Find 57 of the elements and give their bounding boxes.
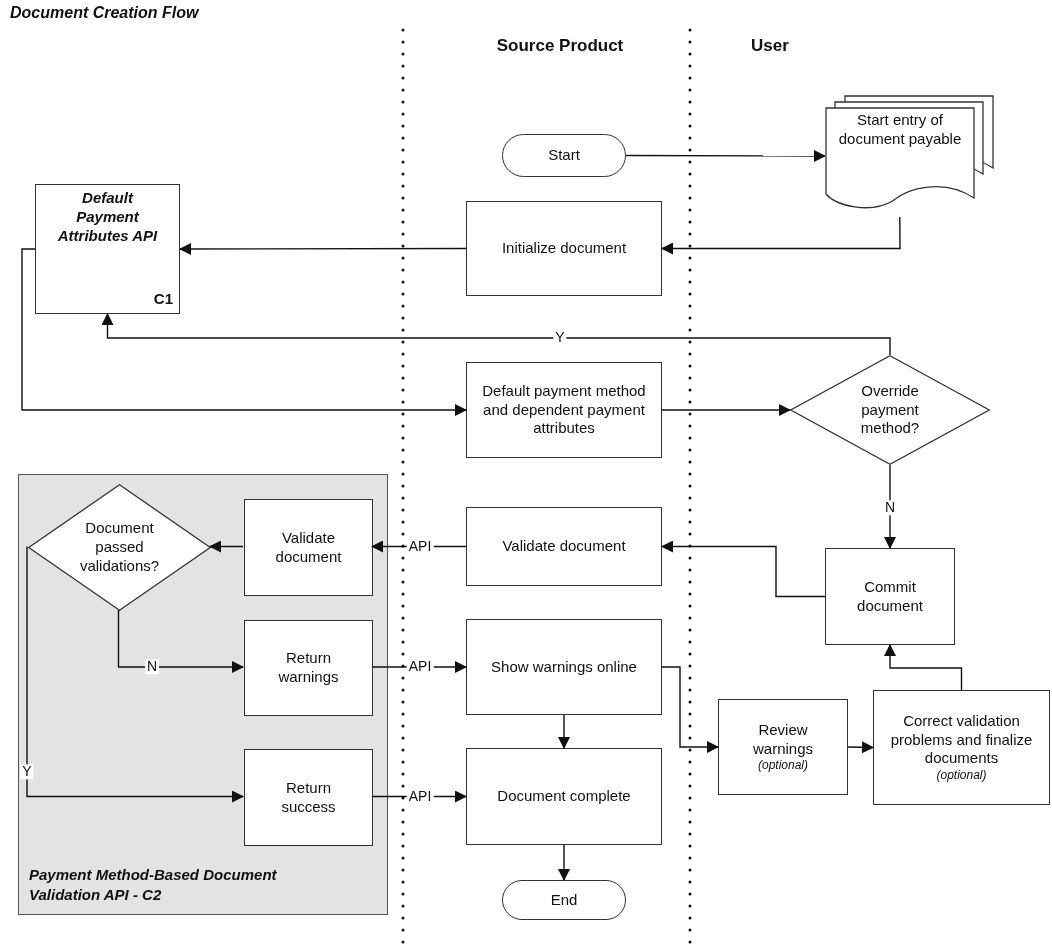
process-box [873, 690, 1050, 805]
diagram-title: Document Creation Flow [10, 4, 199, 22]
edge-label: Y [20, 764, 34, 780]
arrow [661, 666, 719, 753]
arrow [884, 644, 963, 691]
process-box [244, 620, 373, 716]
api-group-panel [18, 474, 388, 915]
arrow [26, 545, 244, 803]
node-label: Start entry of document payable [838, 111, 962, 149]
lane-header: User [751, 36, 789, 56]
arrow [558, 714, 570, 749]
process-box [718, 699, 848, 795]
note-text: (optional) [758, 758, 808, 774]
node-label: Commit document [856, 577, 924, 616]
arrow [21, 248, 467, 416]
lane-header: Source Product [496, 36, 624, 56]
arrow [209, 540, 244, 553]
node-label: Start [548, 146, 580, 165]
arrow [117, 609, 244, 673]
component-code: C1 [153, 290, 173, 309]
arrow [884, 464, 896, 549]
node-label: Return warnings [277, 649, 340, 687]
arrow [101, 313, 891, 356]
process-box [466, 507, 662, 586]
group-caption: Payment Method-Based Document Validation API - C2 [29, 865, 278, 904]
arrow [558, 844, 570, 881]
node-label: Initialize document [501, 239, 627, 258]
node-label: Default payment method and dependent payment attributes [481, 381, 647, 439]
node-label: Validate document [502, 537, 626, 556]
node-label: Correct validation problems and finalize documents [889, 711, 1034, 769]
api-box [35, 184, 180, 314]
process-box [466, 362, 662, 458]
arrow [847, 741, 874, 754]
start-terminal [502, 134, 626, 177]
node-label: Return success [280, 778, 337, 817]
arrow [661, 216, 901, 255]
node-label: Default Payment Attributes API [56, 189, 159, 246]
node-label: Override payment method? [859, 381, 921, 439]
edge-label: N [144, 659, 160, 675]
process-box [244, 499, 373, 596]
process-box [825, 548, 955, 645]
process-box [466, 748, 662, 845]
end-terminal [502, 880, 626, 920]
node-label: Document complete [497, 787, 631, 806]
arrow [661, 540, 826, 598]
arrow [179, 243, 467, 255]
note-text: (optional) [936, 768, 987, 784]
node-label: End [550, 890, 578, 910]
node-label: Review warnings [752, 720, 814, 759]
node-label: Show warnings online [491, 657, 637, 677]
process-box [466, 201, 662, 296]
node-label: Validate document [274, 528, 343, 567]
arrow [661, 404, 791, 416]
process-box [244, 749, 373, 846]
node-label: Document passed validations? [78, 519, 161, 576]
arrow [625, 149, 826, 162]
process-box [466, 619, 662, 715]
